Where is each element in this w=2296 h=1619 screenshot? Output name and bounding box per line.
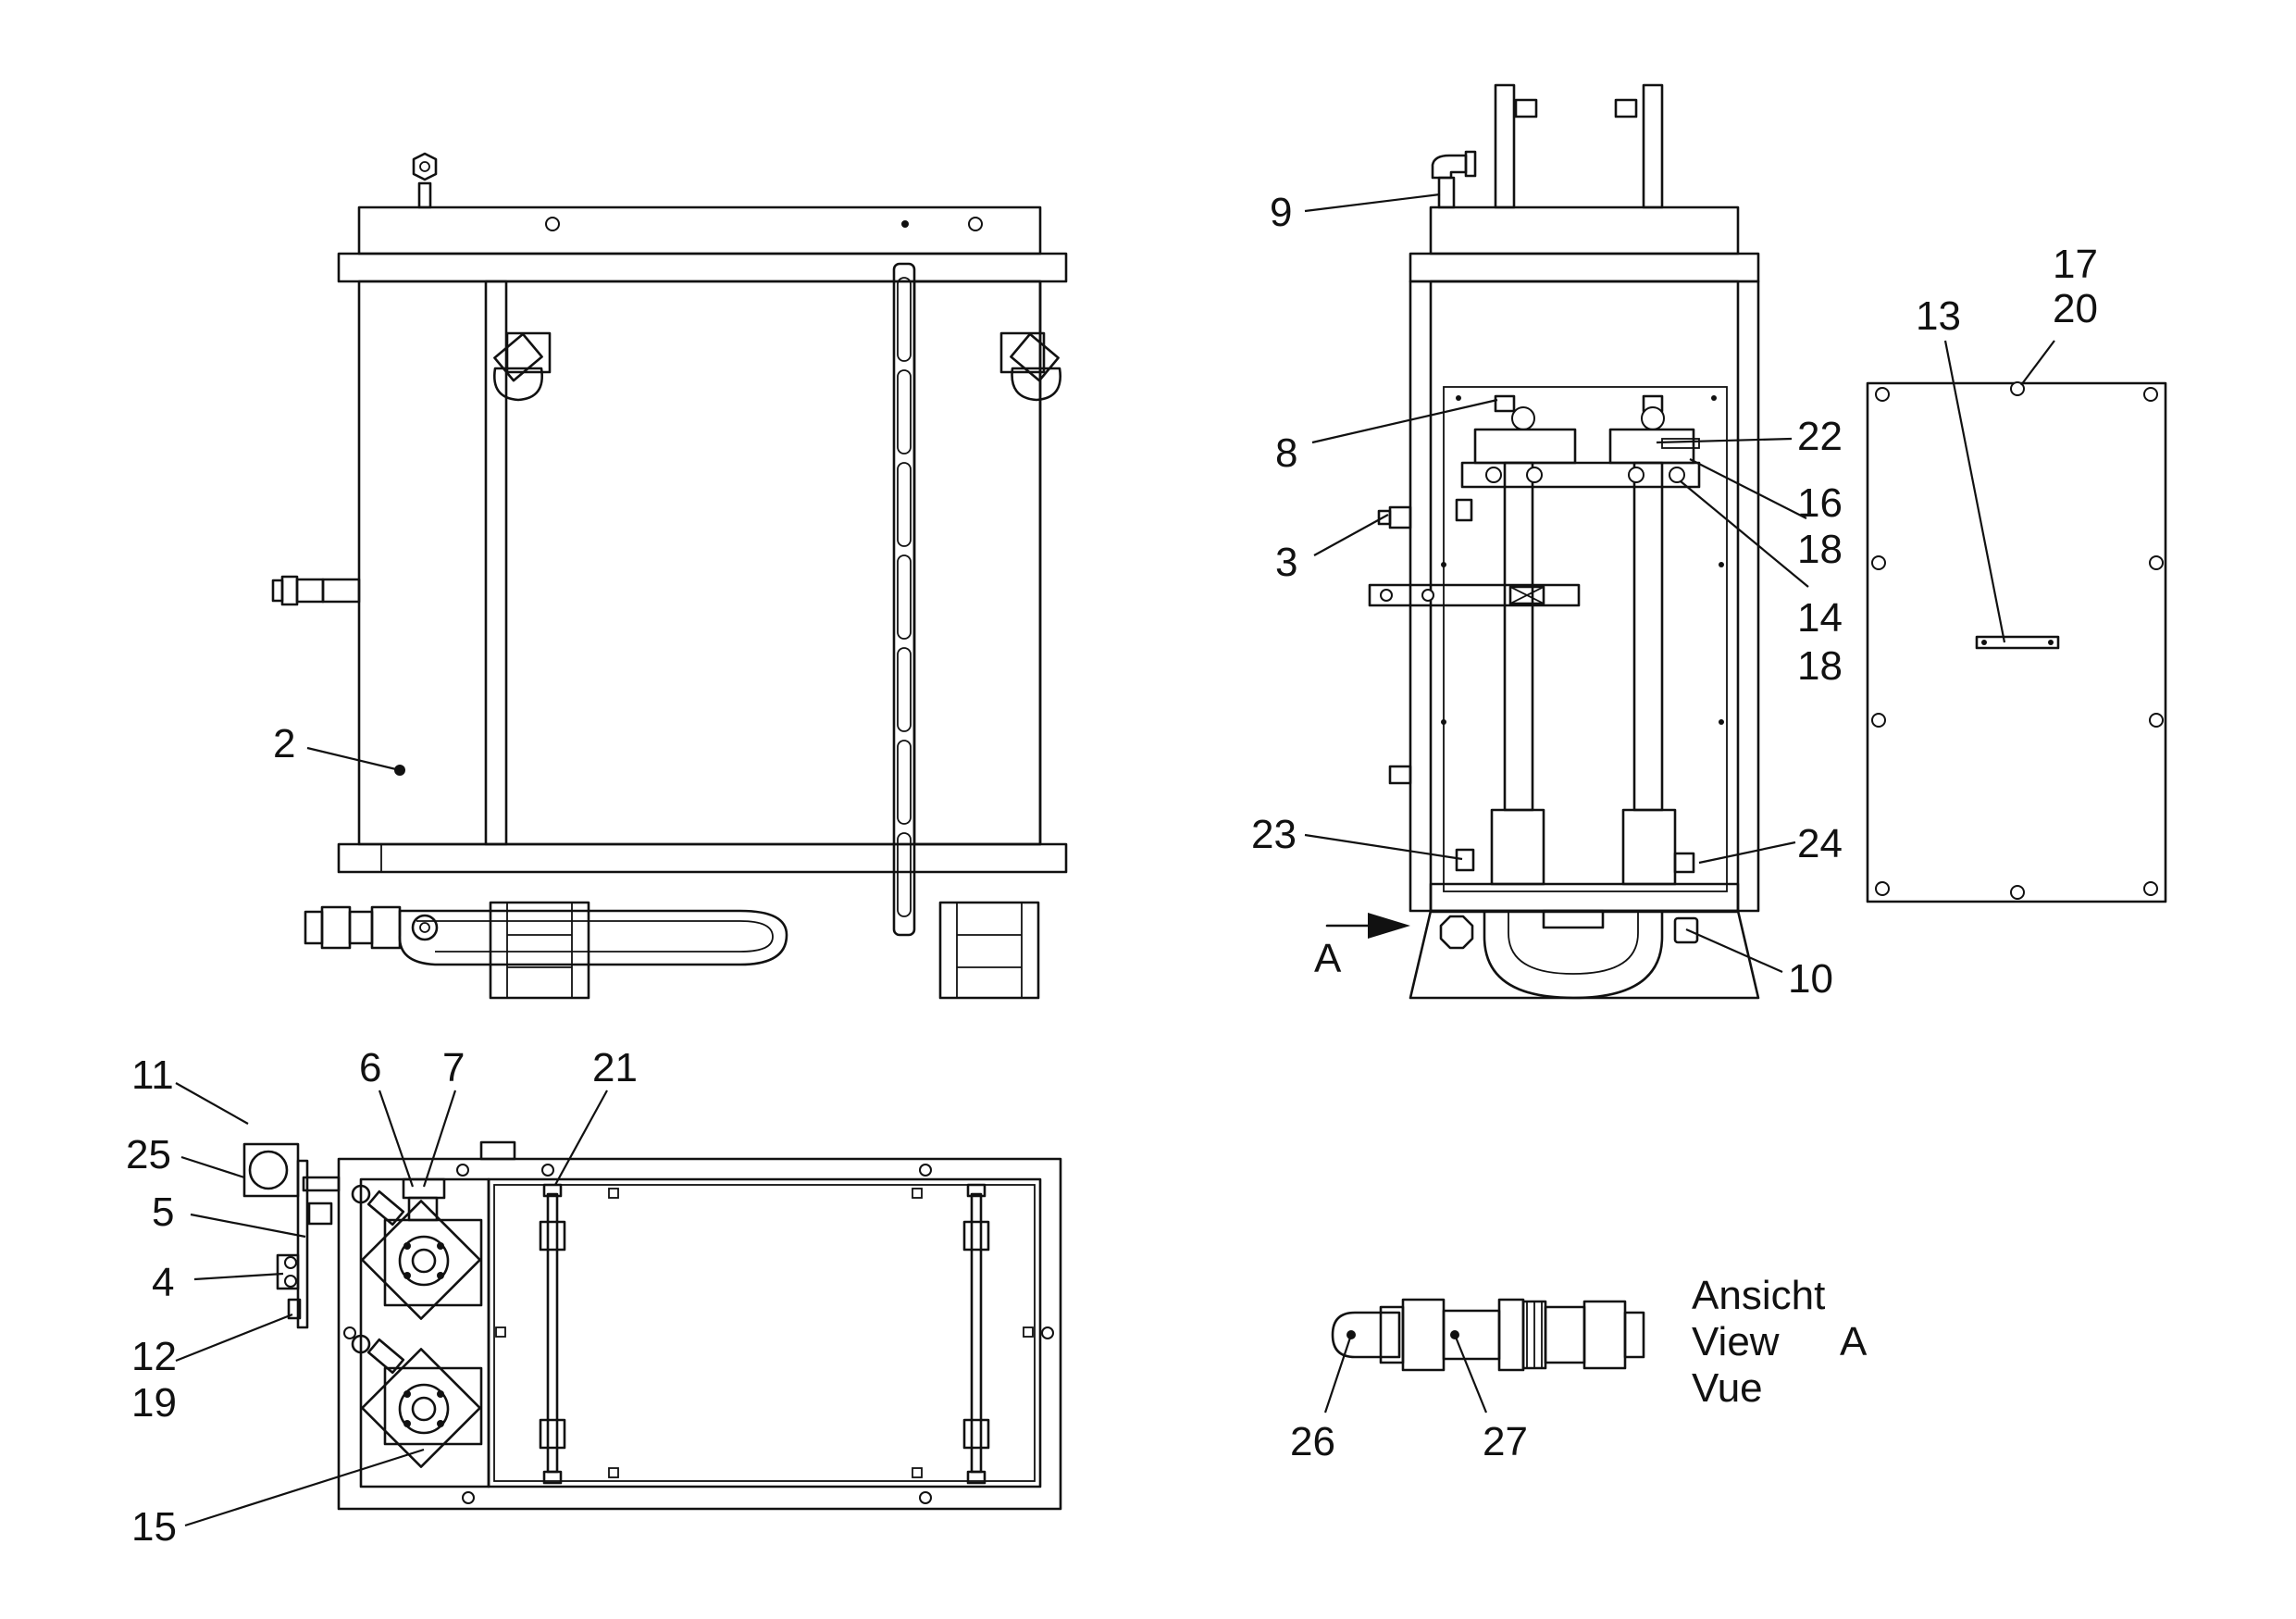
callout-7: 7 [442,1045,465,1090]
callout-6: 6 [359,1045,381,1090]
callout-23: 23 [1251,812,1297,857]
callout-22: 22 [1797,414,1843,459]
callout-24: 24 [1797,821,1843,866]
callout-18-upper: 18 [1797,527,1843,572]
callout-14: 14 [1797,595,1843,641]
front-view [271,152,1068,1000]
callout-labels: 2 3 4 5 6 7 8 9 10 11 12 13 14 15 16 17 … [126,190,2098,1550]
view-caption-line3: Vue [1692,1365,1763,1411]
callout-15: 15 [131,1504,177,1550]
callout-4: 4 [152,1260,174,1305]
view-caption: Ansicht View A Vue [1692,1273,1868,1411]
leader-lines [175,193,2055,1527]
lifting-eye-left [492,331,552,402]
callout-19: 19 [131,1380,177,1426]
callout-3: 3 [1275,540,1297,585]
view-arrow-label: A [1314,936,1342,981]
callout-8: 8 [1275,430,1297,476]
callout-16: 16 [1797,480,1843,526]
callout-11: 11 [131,1052,174,1098]
callout-25: 25 [126,1132,171,1177]
elbow-fitting [1431,150,1477,209]
view-caption-letter: A [1840,1319,1868,1364]
callout-27: 27 [1483,1419,1528,1464]
view-caption-line2: View [1692,1319,1780,1364]
filter-housing-upper [351,1184,483,1320]
callout-17: 17 [2053,242,2098,287]
top-view [242,1140,1062,1511]
callout-9: 9 [1270,190,1292,235]
callout-21: 21 [592,1045,638,1090]
view-arrow [1325,913,1410,939]
view-a-detail [1331,1298,1645,1372]
callout-12: 12 [131,1334,177,1379]
callout-10: 10 [1788,956,1833,1002]
callout-18-lower: 18 [1797,643,1843,689]
side-fitting [271,575,361,606]
breather-fitting [412,152,438,209]
callout-2: 2 [273,721,295,766]
callout-13: 13 [1916,293,1961,339]
callout-5: 5 [152,1189,174,1235]
cover-plate [1866,381,2167,903]
lifting-eye-right [999,331,1062,402]
view-caption-line1: Ansicht [1692,1273,1825,1318]
side-view [1325,83,1760,1000]
callout-26: 26 [1290,1419,1335,1464]
filter-housing-lower [351,1334,483,1468]
callout-20: 20 [2053,286,2098,331]
quick-coupling [304,905,439,950]
